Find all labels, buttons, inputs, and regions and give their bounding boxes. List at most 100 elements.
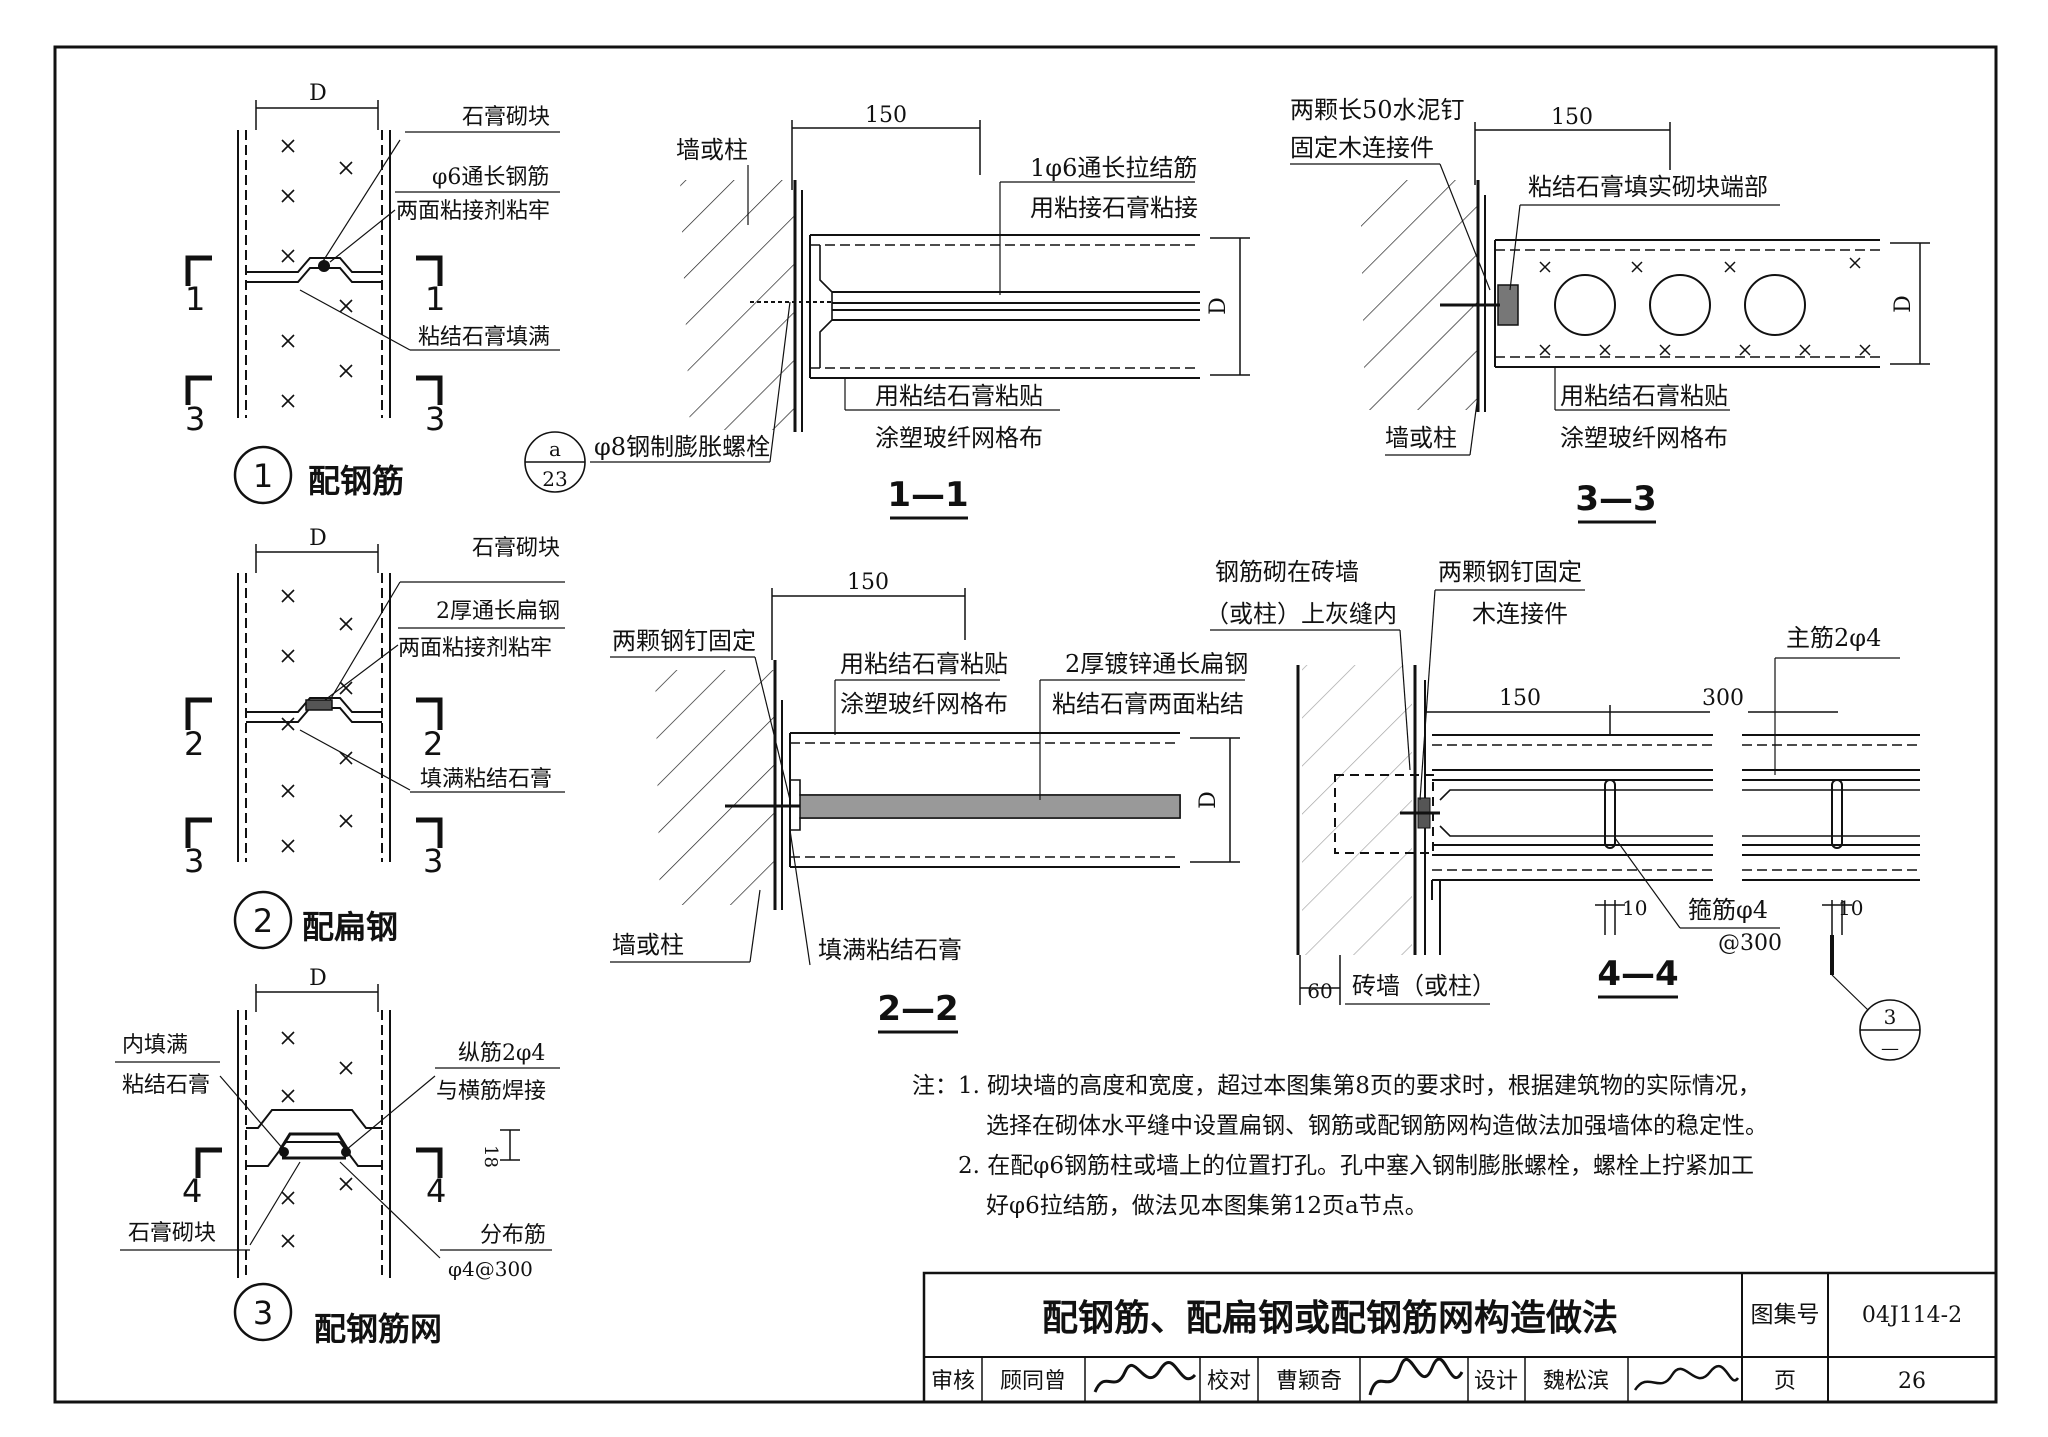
s22-wall-label: 墙或柱: [612, 931, 684, 959]
section-2-2: 150 两颗钢钉固定 用粘结石膏粘贴 涂塑玻纤网格布 2厚镀锌通长扁钢 粘结石膏…: [610, 570, 1248, 1034]
s22-nails: 两颗钢钉固定: [612, 627, 756, 655]
detail-3-sec-right-4: 4: [426, 1172, 446, 1210]
s33-dim-d: D: [1891, 295, 1916, 313]
checker-name: 曹颖奇: [1276, 1369, 1342, 1394]
s33-wall-label: 墙或柱: [1385, 424, 1457, 452]
s44-ref-top: 3: [1884, 1005, 1897, 1029]
s33-wood-connector: [1497, 284, 1519, 326]
reviewer-signature: [1093, 1361, 1197, 1393]
s22-flat-steel: [799, 794, 1181, 819]
detail-1-rebar: D 石膏砌块 φ6通长钢筋 两面粘接剂粘牢 粘结石膏填满 1 1 3 3: [185, 81, 560, 505]
detail-3-label-dist-2: φ4@300: [448, 1257, 533, 1281]
detail-3-title: 配钢筋网: [314, 1310, 442, 1348]
notes: 注： 1. 砌块墙的高度和宽度，超过本图集第8页的要求时，根据建筑物的实际情况，…: [912, 1073, 1768, 1219]
detail-3-dim-small: 18: [480, 1145, 501, 1168]
s44-ref-bottom: —: [1881, 1038, 1899, 1059]
detail-3-label-long-1: 纵筋2φ4: [458, 1041, 545, 1066]
detail-3-circle: 3: [253, 1294, 273, 1332]
detail-3-label-dist-1: 分布筋: [480, 1223, 546, 1248]
detail-1-circle: 1: [253, 457, 273, 495]
reviewer-name: 顾同曾: [1000, 1369, 1066, 1394]
detail-3-label-inner-2: 粘结石膏: [122, 1073, 210, 1098]
s33-fill-end: 粘结石膏填实砌块端部: [1528, 173, 1768, 201]
check-label: 校对: [1207, 1369, 1251, 1394]
s11-dim-150: 150: [865, 103, 907, 128]
detail-2-block-crosses: [281, 589, 353, 853]
s11-tie-2: 用粘接石膏粘接: [1030, 194, 1198, 222]
detail-1-label-rebar-1: φ6通长钢筋: [432, 165, 549, 190]
s44-main-bar: 主筋2φ4: [1786, 624, 1881, 652]
drawing-title: 配钢筋、配扁钢或配钢筋网构造做法: [1042, 1298, 1618, 1339]
s11-dim-d: D: [1206, 297, 1231, 315]
s44-rebar-2: （或柱）上灰缝内: [1205, 600, 1397, 628]
note-2a: 2. 在配φ6钢筋柱或墙上的位置打孔。孔中塞入钢制膨胀螺栓，螺栓上拧紧加工: [958, 1153, 1754, 1179]
title-block: 配钢筋、配扁钢或配钢筋网构造做法 图集号 04J114-2 审核 顾同曾 校对 …: [922, 1271, 1998, 1404]
detail-2-circle: 2: [253, 902, 273, 940]
detail-1-sec-left-3: 3: [185, 400, 205, 438]
s22-title: 2—2: [877, 989, 958, 1029]
s11-bolt: φ8钢制膨胀螺栓: [594, 433, 770, 461]
detail-2-flat-steel: D 石膏砌块 2厚通长扁钢 两面粘接剂粘牢 填满粘结石膏 2 2 3: [184, 526, 565, 950]
review-label: 审核: [931, 1369, 975, 1394]
note-1b: 选择在砌体水平缝中设置扁钢、钢筋或配钢筋网构造做法加强墙体的稳定性。: [986, 1113, 1768, 1139]
detail-2-label-flat-2: 两面粘接剂粘牢: [398, 636, 552, 661]
detail-1-title: 配钢筋: [308, 462, 404, 500]
detail-2-title: 配扁钢: [302, 908, 398, 946]
s11-glass-2: 涂塑玻纤网格布: [875, 424, 1043, 452]
designer-signature: [1633, 1364, 1740, 1391]
s22-flat-2: 粘结石膏两面粘结: [1052, 690, 1244, 718]
s22-glass-2: 涂塑玻纤网格布: [840, 690, 1008, 718]
detail-1-sec-right-1: 1: [425, 280, 445, 318]
design-label: 设计: [1474, 1369, 1518, 1394]
detail-3-label-block: 石膏砌块: [128, 1221, 216, 1246]
detail-1-sec-left-1: 1: [185, 280, 205, 318]
page-number: 26: [1898, 1369, 1926, 1394]
s11-ref-top: a: [549, 437, 561, 461]
atlas-label: 图集号: [1751, 1302, 1820, 1328]
detail-2-sec-left-3: 3: [184, 842, 204, 880]
detail-3-sec-left-4: 4: [182, 1172, 202, 1210]
checker-signature: [1368, 1357, 1464, 1396]
detail-2-sec-right-2: 2: [423, 725, 443, 763]
s22-fill: 填满粘结石膏: [818, 936, 962, 964]
s33-glass-2: 涂塑玻纤网格布: [1560, 424, 1728, 452]
s44-dim-10b: 10: [1838, 896, 1863, 920]
s11-wall-label: 墙或柱: [676, 136, 748, 164]
detail-2-label-fill: 填满粘结石膏: [420, 767, 552, 792]
s44-dim-60: 60: [1307, 979, 1332, 1003]
detail-1-sec-right-3: 3: [425, 400, 445, 438]
detail-1-label-rebar-2: 两面粘接剂粘牢: [396, 199, 550, 224]
designer-name: 魏松滨: [1543, 1369, 1609, 1394]
s22-flat-1: 2厚镀锌通长扁钢: [1065, 650, 1248, 678]
s44-dim-150: 150: [1499, 686, 1541, 711]
s33-dim-150: 150: [1551, 105, 1593, 130]
s44-dim-10a: 10: [1622, 896, 1647, 920]
detail-3-rebar-mesh: D 18 内填满 粘结石膏 纵筋2φ4 与横筋焊接 石膏砌块 分布筋 φ4@30…: [115, 966, 560, 1348]
detail-3-label-inner-1: 内填满: [122, 1033, 188, 1058]
s44-nails-2: 木连接件: [1472, 600, 1568, 628]
section-4-4: 150 300 钢筋砌在砖墙 （或柱）上灰缝内 两颗钢钉固定 木连接件 主筋2φ…: [1205, 558, 1921, 1061]
s33-nail-1: 两颗长50水泥钉: [1290, 96, 1465, 124]
s11-glass-1: 用粘结石膏粘贴: [875, 382, 1043, 410]
s44-rebar-1: 钢筋砌在砖墙: [1215, 558, 1359, 586]
note-2b: 好φ6拉结筋，做法见本图集第12页a节点。: [986, 1193, 1428, 1219]
detail-2-flat-bar: [305, 699, 333, 711]
s44-nails-1: 两颗钢钉固定: [1438, 558, 1582, 586]
s44-title: 4—4: [1597, 954, 1678, 994]
s33-nail-2: 固定木连接件: [1290, 134, 1434, 162]
note-1a: 1. 砌块墙的高度和宽度，超过本图集第8页的要求时，根据建筑物的实际情况，: [958, 1073, 1761, 1099]
page-label: 页: [1774, 1369, 1796, 1394]
s44-brick: 砖墙（或柱）: [1352, 972, 1496, 1000]
s33-title: 3—3: [1575, 479, 1656, 519]
detail-3-label-long-2: 与横筋焊接: [436, 1079, 546, 1104]
detail-1-label-fill: 粘结石膏填满: [418, 325, 550, 350]
detail-2-sec-left-2: 2: [184, 725, 204, 763]
detail-2-label-block: 石膏砌块: [472, 536, 560, 561]
s11-ref-bottom: 23: [542, 467, 567, 491]
detail-1-rebar-bar: [318, 260, 330, 272]
section-3-3: 150 两颗长50水泥钉 固定木连接件 粘结石膏填实砌块端部 D 用粘结石膏粘贴…: [1290, 96, 1930, 524]
detail-3-dim: D: [309, 966, 327, 991]
s22-glass-1: 用粘结石膏粘贴: [840, 650, 1008, 678]
notes-prefix: 注：: [912, 1073, 958, 1099]
